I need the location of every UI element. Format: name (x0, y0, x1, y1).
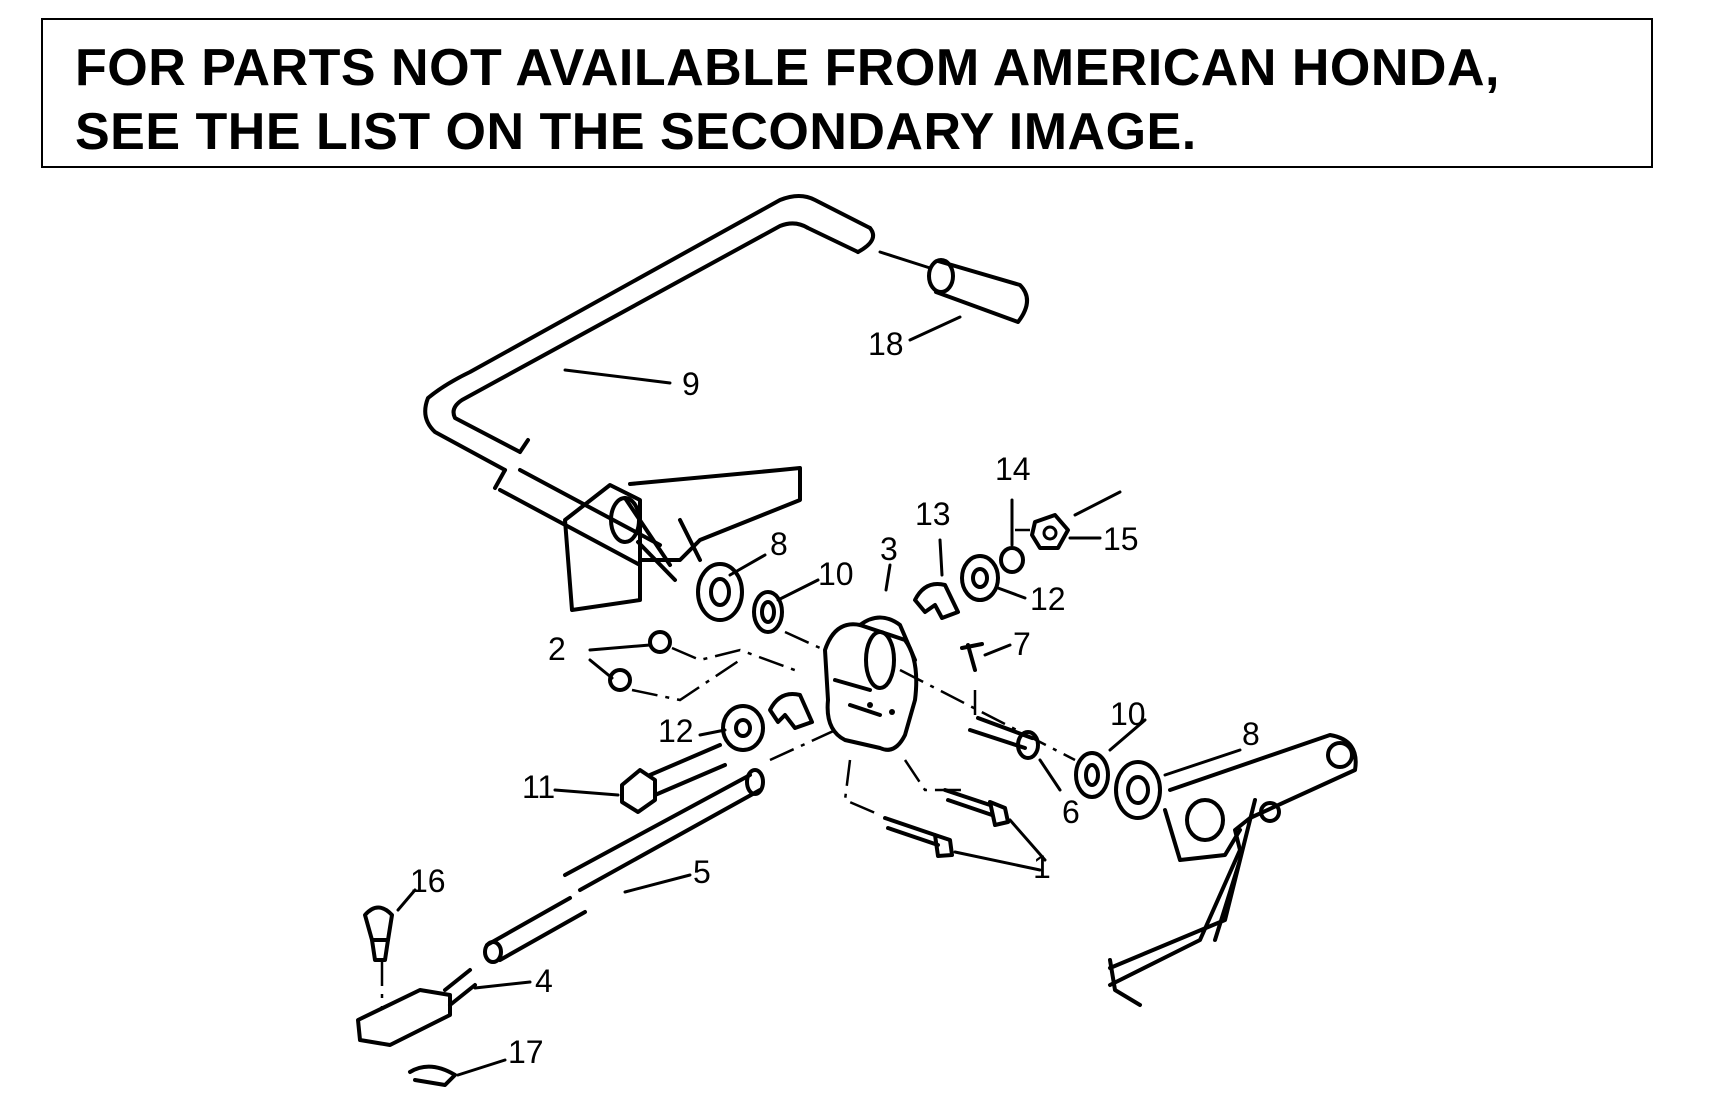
leader-lines (396, 315, 1242, 1077)
callout-8-left: 8 (770, 526, 788, 562)
alignment-lines (380, 528, 1076, 1010)
callout-4: 4 (535, 963, 553, 999)
part-10-bushing-left (752, 590, 784, 634)
part-1-bolts (883, 788, 1010, 858)
part-15-nut (1030, 513, 1070, 550)
part-18-grip (878, 250, 1029, 324)
callout-8-right: 8 (1242, 716, 1260, 752)
part-2-nuts (608, 630, 672, 692)
notice-line-1: FOR PARTS NOT AVAILABLE FROM AMERICAN HO… (75, 39, 1500, 97)
notice-box: FOR PARTS NOT AVAILABLE FROM AMERICAN HO… (41, 18, 1653, 168)
part-16-pin (363, 905, 394, 962)
part-6-shaft (968, 716, 1040, 760)
part-12-washer-left (721, 704, 765, 752)
callout-3: 3 (880, 531, 898, 567)
right-frame (1108, 733, 1358, 1007)
callout-7: 7 (1013, 626, 1031, 662)
part-17-clip (408, 1064, 457, 1087)
callout-15: 15 (1103, 521, 1139, 557)
callout-9: 9 (682, 366, 700, 402)
callout-18: 18 (868, 326, 904, 362)
callout-16: 16 (410, 863, 446, 899)
part-10-bushing-right (1074, 751, 1110, 799)
part-7-pin (960, 642, 984, 672)
callout-1: 1 (1033, 849, 1051, 885)
part-3-plate (823, 615, 919, 752)
part-11-bolt (620, 743, 727, 814)
clamp-left (768, 692, 814, 730)
callout-labels: 1 2 3 4 5 6 7 8 8 9 10 10 11 12 12 13 14… (410, 326, 1260, 1070)
part-9-handle-bar (423, 194, 875, 567)
part-4-clevis (356, 968, 477, 1047)
part-12-washer-right (960, 554, 1000, 602)
left-bracket (563, 466, 802, 612)
callout-17: 17 (508, 1034, 544, 1070)
notice-line-2: SEE THE LIST ON THE SECONDARY IMAGE. (75, 103, 1197, 161)
part-5-rod (483, 768, 765, 964)
callout-12-left: 12 (658, 713, 694, 749)
callout-12-right: 12 (1030, 581, 1066, 617)
callout-6: 6 (1062, 794, 1080, 830)
part-8-collar-left (696, 562, 744, 622)
part-14-nut (999, 546, 1025, 574)
callout-11: 11 (522, 769, 555, 805)
callout-2: 2 (548, 631, 566, 667)
callout-5: 5 (693, 854, 711, 890)
callout-13: 13 (915, 496, 951, 532)
part-13-clamp (913, 582, 960, 620)
callout-10-left: 10 (818, 556, 854, 592)
callout-10-right: 10 (1110, 696, 1146, 732)
part-8-collar-right (1114, 760, 1162, 820)
callout-14: 14 (995, 451, 1031, 487)
